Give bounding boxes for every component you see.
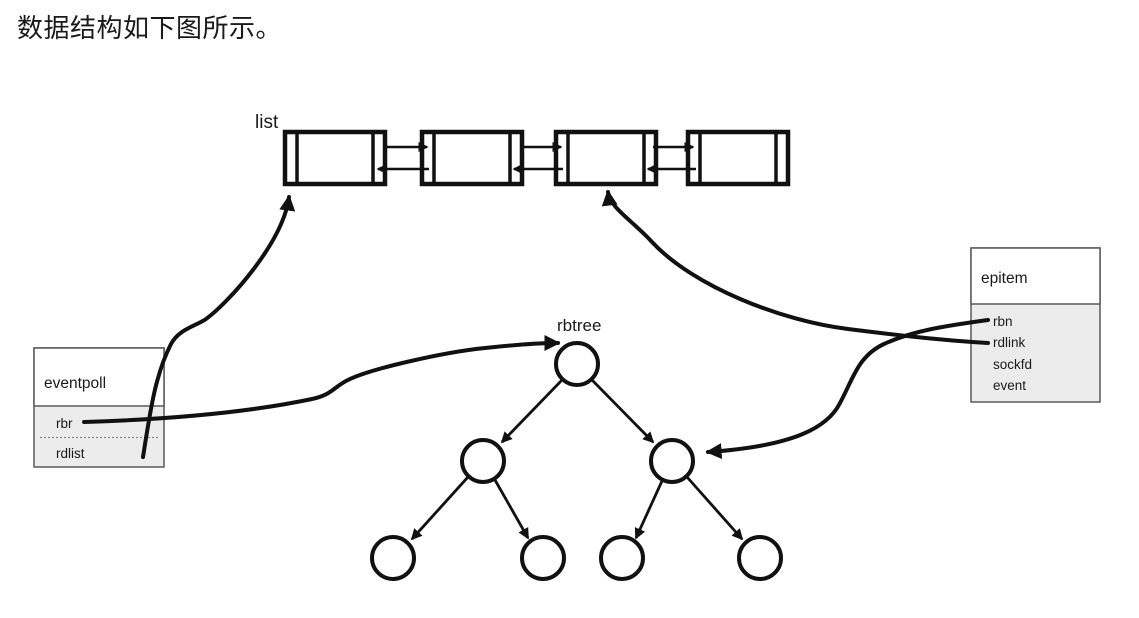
arrow-rdlist-to-list-node1	[141, 194, 296, 459]
tree-edge	[500, 379, 564, 444]
epitem-field-sockfd: sockfd	[993, 357, 1032, 372]
rbtree	[370, 341, 783, 581]
epitem-box: epitem rbn rdlink sockfd event	[970, 247, 1101, 403]
tree-leaf-node	[520, 535, 566, 581]
arrow-rdlink-to-list-node3	[601, 189, 990, 345]
list-label: list	[255, 112, 279, 133]
list-node-1	[282, 129, 388, 187]
list-links	[376, 142, 696, 174]
tree-left-child-node	[460, 438, 506, 484]
epitem-field-rdlink: rdlink	[993, 335, 1026, 350]
eventpoll-field-rdlist: rdlist	[56, 446, 85, 461]
epitem-field-rbn: rbn	[993, 314, 1013, 329]
epitem-title: epitem	[981, 270, 1028, 287]
list-node-4	[685, 129, 791, 187]
tree-leaf-node	[737, 535, 783, 581]
tree-right-child-node	[649, 438, 695, 484]
eventpoll-title: eventpoll	[44, 375, 106, 392]
tree-leaf-node	[599, 535, 645, 581]
eventpoll-box: eventpoll rbr rdlist	[33, 347, 165, 468]
caption-text: 数据结构如下图所示。	[17, 14, 283, 43]
tree-edge	[410, 476, 470, 541]
tree-leaf-node	[370, 535, 416, 581]
linked-list	[282, 129, 791, 187]
tree-edge	[634, 480, 664, 540]
eventpoll-field-rbr: rbr	[56, 416, 73, 431]
arrow-rbn-to-rbtree-right-child	[705, 318, 990, 460]
rbtree-label: rbtree	[557, 316, 601, 335]
tree-root-node	[554, 341, 600, 387]
pointer-arrows	[82, 189, 990, 460]
epitem-field-event: event	[993, 378, 1026, 393]
tree-edge	[685, 476, 744, 541]
tree-edge	[493, 479, 530, 540]
tree-edge	[591, 379, 655, 444]
list-node-2	[419, 129, 525, 187]
arrow-rbr-to-rbtree-root	[82, 335, 561, 424]
list-node-3	[553, 129, 659, 187]
